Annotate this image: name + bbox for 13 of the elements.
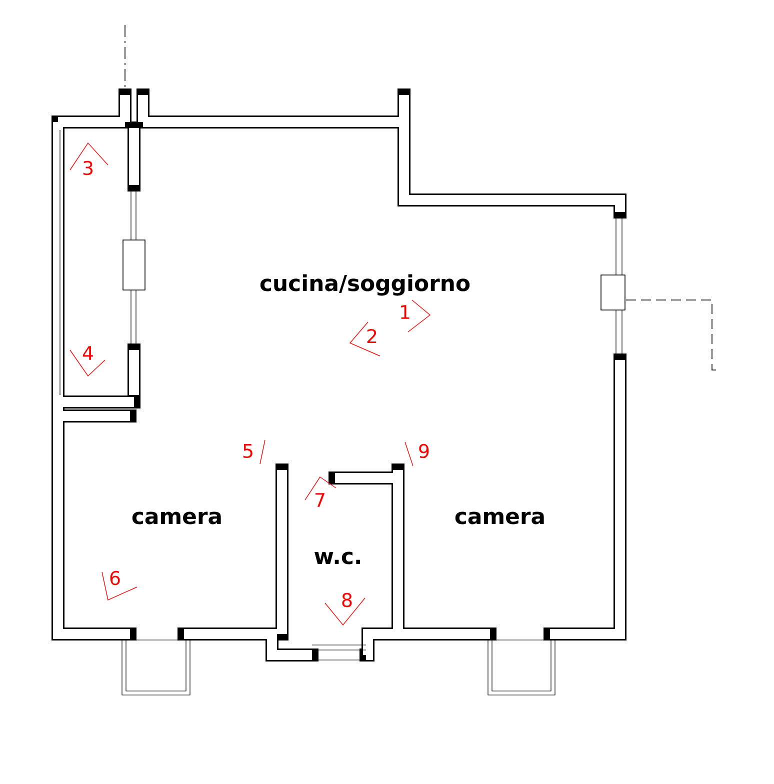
callout-number: 9 (419, 444, 429, 458)
callout-number: 8 (342, 592, 352, 608)
callout-number: 2 (367, 328, 376, 344)
callout-number: 6 (110, 570, 120, 586)
callout-number: 5 (243, 444, 252, 458)
callout-number: 1 (401, 305, 410, 319)
room-label: w.c. (314, 552, 360, 564)
callout-number: 4 (82, 346, 93, 360)
callout-number: 7 (316, 493, 324, 507)
room-label: cucina/soggiorno (260, 274, 470, 296)
callout-number: 3 (83, 160, 92, 176)
room-label: camera (132, 512, 221, 524)
room-label: camera (455, 512, 544, 524)
